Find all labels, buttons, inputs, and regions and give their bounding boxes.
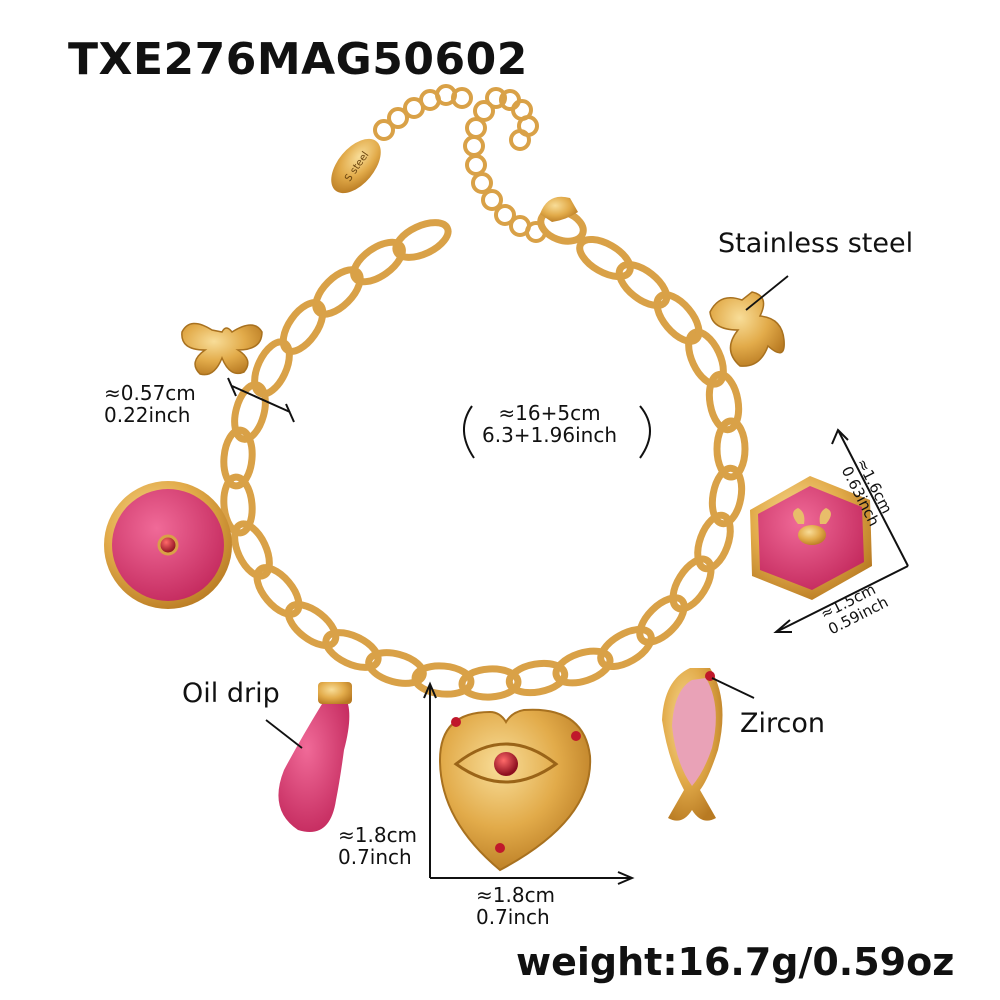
butterfly-charm-right xyxy=(709,291,785,367)
heart-width-label: ≈1.8cm 0.7inch xyxy=(476,883,556,929)
heart-height-label: ≈1.8cm 0.7inch xyxy=(338,823,418,869)
butterfly-charm-left xyxy=(181,322,263,376)
length-label: ≈16+5cm 6.3+1.96inch xyxy=(482,401,617,447)
s-steel-tag: S steel xyxy=(331,138,381,194)
zircon-callout: Zircon xyxy=(740,708,825,739)
lobster-clasp xyxy=(537,196,587,245)
weight-label: weight:16.7g/0.59oz xyxy=(516,940,955,984)
link-width-label: ≈0.57cm 0.22inch xyxy=(104,381,196,427)
round-enamel-charm xyxy=(104,481,232,609)
oil-drip-callout: Oil drip xyxy=(182,678,280,709)
fish-charm xyxy=(662,668,723,821)
product-code: TXE276MAG50602 xyxy=(68,34,528,85)
chain xyxy=(220,219,749,701)
callout-lines xyxy=(265,275,789,749)
stainless-steel-callout: Stainless steel xyxy=(718,228,914,259)
oil-drip-charm xyxy=(278,682,352,832)
heart-evil-eye-charm xyxy=(438,708,592,872)
hexagon-bee-charm xyxy=(750,476,872,600)
dimension-lines xyxy=(227,377,909,885)
extension-chain xyxy=(373,84,547,243)
